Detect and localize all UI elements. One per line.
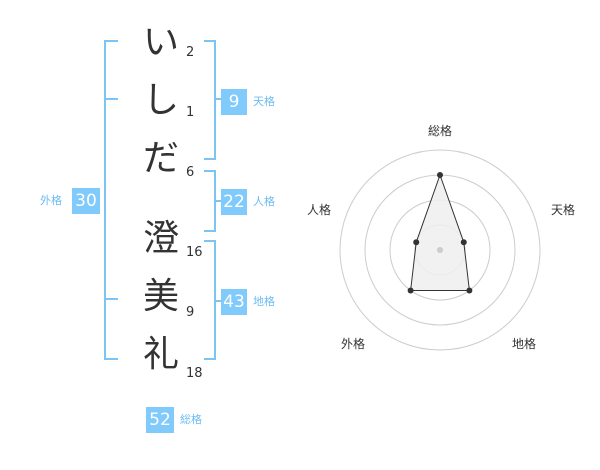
radar-polygon	[410, 173, 470, 291]
name-char: し	[142, 80, 179, 121]
name-char: い	[142, 22, 179, 63]
name-char: 澄	[142, 218, 179, 259]
tenkaku-value: 9	[221, 89, 247, 115]
radar-axis-label: 総格	[427, 124, 452, 138]
radar-center	[437, 247, 443, 253]
stroke-count: 6	[186, 165, 195, 180]
stroke-count: 2	[186, 45, 195, 60]
radar-axis-label: 人格	[306, 203, 331, 217]
radar-point	[460, 239, 467, 246]
chikaku-label: 地格	[253, 295, 275, 308]
radar-axis-label: 地格	[511, 337, 536, 351]
tenkaku-label: 天格	[253, 95, 275, 108]
name-char: 礼	[142, 334, 179, 375]
jinkaku-value: 22	[221, 189, 247, 215]
gaikaku-label: 外格	[40, 194, 62, 207]
radar-point	[413, 239, 420, 246]
name-char: だ	[142, 138, 179, 179]
stroke-count: 1	[186, 105, 195, 120]
radar-axis-label: 天格	[550, 203, 575, 217]
jinkaku-label: 人格	[253, 195, 275, 208]
name-char: 美	[142, 276, 179, 317]
radar-point	[466, 287, 473, 294]
gaikaku-value: 30	[72, 188, 100, 214]
chikaku-value: 43	[221, 289, 247, 315]
soukaku-value: 52	[146, 407, 174, 433]
radar-point	[407, 287, 414, 294]
stroke-count: 16	[186, 245, 203, 260]
radar-point	[437, 172, 443, 178]
radar-ring	[339, 149, 541, 351]
stroke-count: 18	[186, 366, 203, 381]
soukaku-label: 総格	[180, 413, 202, 426]
radar-chart	[339, 149, 541, 351]
radar-axis-label: 外格	[340, 337, 365, 351]
stroke-count: 9	[186, 305, 195, 320]
